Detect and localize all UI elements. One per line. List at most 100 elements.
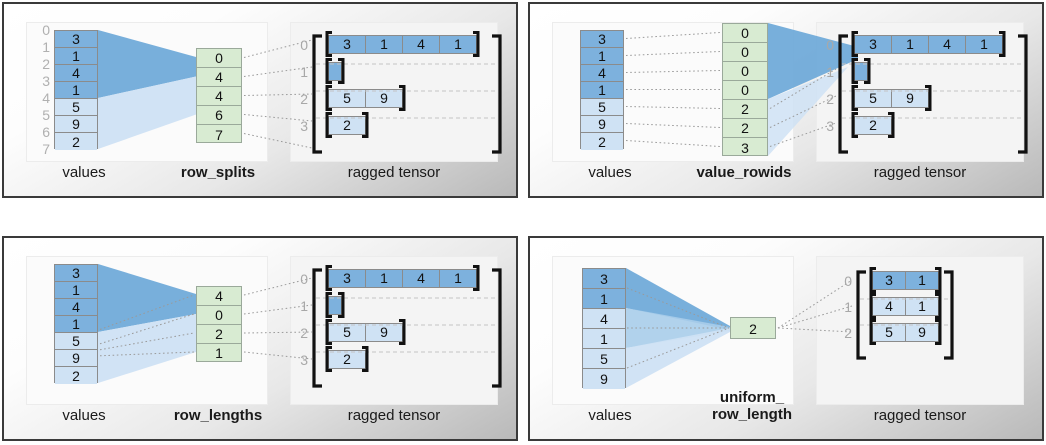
- tensor-cell: 2: [328, 349, 366, 369]
- tensor-cell: 9: [365, 88, 403, 108]
- partition-cell: 0: [723, 43, 767, 62]
- partition-cell: 4: [197, 87, 241, 106]
- values-label: values: [62, 164, 106, 181]
- partition-cell: 0: [197, 306, 241, 325]
- value-cell: 5: [55, 99, 97, 116]
- tensor-row-index: 0: [300, 270, 308, 287]
- value-index-label: 5: [42, 107, 50, 123]
- partition-cell: 0: [723, 24, 767, 43]
- tensor-row-index: 1: [300, 297, 308, 314]
- encoding-label-uniform_row_length: uniform_ row_length: [711, 389, 792, 423]
- value-cell: 4: [583, 309, 625, 329]
- tensor-cell: 1: [905, 296, 939, 316]
- tensor-cell: 9: [905, 322, 939, 342]
- tensor-cell: 3: [328, 34, 366, 54]
- tensor-cell: 4: [928, 34, 966, 54]
- value-cell: 9: [583, 369, 625, 389]
- value-cell: 4: [55, 65, 97, 82]
- tensor-row: [328, 295, 342, 315]
- partition-cell: 1: [215, 345, 223, 361]
- tensor-row-index: 1: [826, 63, 834, 80]
- partition-cell: 7: [215, 126, 223, 143]
- tensor-cell: 9: [365, 322, 403, 342]
- tensor-cell: [854, 61, 868, 81]
- partition-cell: 0: [197, 49, 241, 68]
- tensor-cell: 2: [328, 115, 366, 135]
- tensor-cell: 9: [891, 88, 929, 108]
- partition-cell: 0: [723, 62, 767, 81]
- tensor-row-index: 2: [844, 324, 852, 341]
- value-cell: 1: [581, 48, 623, 65]
- tensor-cell: 5: [872, 322, 906, 342]
- tensor-row-index: 2: [300, 90, 308, 107]
- connector-layer: [98, 264, 313, 383]
- values-label: values: [62, 407, 106, 424]
- tensor-row: 2: [854, 115, 892, 135]
- tensor-row-index: 0: [826, 36, 834, 53]
- tensor-cell: [328, 61, 342, 81]
- tensor-cell: 5: [328, 88, 366, 108]
- ragged-label: ragged tensor: [347, 164, 441, 181]
- value-cell: 1: [583, 329, 625, 349]
- value-index-label: 1: [42, 39, 50, 55]
- partition-cell: 2: [723, 119, 767, 138]
- partition-box-uniform_row_length: 2: [730, 317, 776, 339]
- value-cell: 5: [581, 99, 623, 116]
- tensor-row-index: 1: [844, 298, 852, 315]
- value-cell: 2: [581, 133, 623, 150]
- value-index-label: 6: [42, 124, 50, 140]
- tensor-cell: 4: [872, 296, 906, 316]
- tensor-cell: 1: [365, 34, 403, 54]
- tensor-row: 2: [328, 115, 366, 135]
- value-cell: 1: [55, 82, 97, 99]
- tensor-row-index: 2: [300, 324, 308, 341]
- ragged-label: ragged tensor: [873, 407, 967, 424]
- value-index-label: 7: [42, 141, 50, 157]
- value-cell: 4: [55, 299, 97, 316]
- tensor-row-index: 3: [300, 117, 308, 134]
- value-cell: 2: [55, 133, 97, 150]
- ragged-label: ragged tensor: [873, 164, 967, 181]
- values-label: values: [588, 407, 632, 424]
- value-cell: 2: [55, 367, 97, 384]
- partition-cell: 4: [197, 68, 241, 87]
- partition-cell: 2: [197, 325, 241, 344]
- connector-layer: [626, 268, 853, 388]
- tensor-cell: 1: [365, 268, 403, 288]
- tensor-row-index: 0: [844, 272, 852, 289]
- encoding-label-value_rowids: value_rowids: [696, 164, 792, 181]
- tensor-cell: 3: [854, 34, 892, 54]
- tensor-cell: 1: [891, 34, 929, 54]
- partition-cell: 4: [197, 287, 241, 306]
- tensor-row-index: 3: [300, 351, 308, 368]
- connector-layer: [98, 30, 313, 149]
- tensor-row: [328, 61, 342, 81]
- tensor-cell: [328, 295, 342, 315]
- tensor-row-index: 3: [826, 117, 834, 134]
- encoding-label-row_lengths: row_lengths: [173, 407, 263, 424]
- tensor-cell: 1: [905, 270, 939, 290]
- partition-cell: 2: [749, 321, 757, 337]
- value-cell: 1: [55, 48, 97, 65]
- value-cell: 9: [581, 116, 623, 133]
- tensor-row-index: 0: [300, 36, 308, 53]
- tensor-cell: 1: [439, 34, 477, 54]
- tensor-cell: 4: [402, 34, 440, 54]
- values-label: values: [588, 164, 632, 181]
- tensor-cell: 4: [402, 268, 440, 288]
